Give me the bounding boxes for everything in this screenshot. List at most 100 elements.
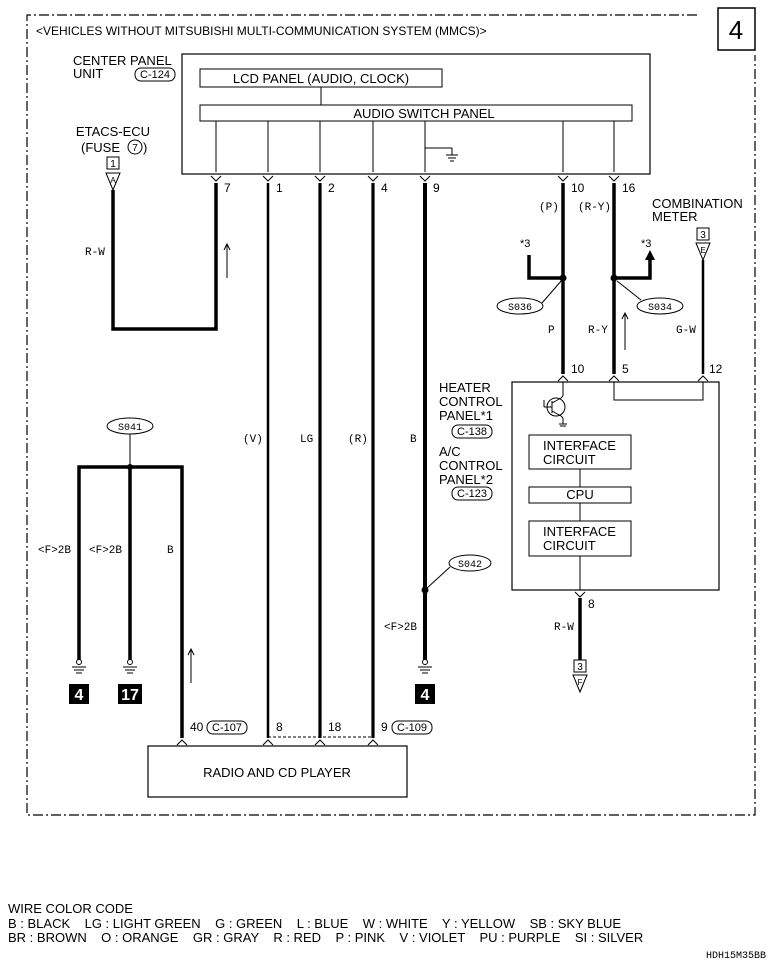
pin-1: 1 — [276, 181, 283, 195]
heater-label-3: PANEL*1 — [439, 408, 493, 423]
heater-pin-5: 5 — [622, 362, 629, 376]
flow-arrow-up-right — [621, 311, 629, 350]
wire-color-p: P — [548, 325, 555, 337]
flow-arrow-up — [223, 242, 231, 278]
internal-switch-lines — [215, 121, 615, 172]
connector-box-c109 — [391, 720, 433, 735]
heater-pin-10: 10 — [571, 362, 585, 376]
wire-color-p-paren: (P) — [539, 202, 559, 214]
heater-label-2: CONTROL — [439, 394, 503, 409]
legend-line-2: BR : BROWN O : ORANGE GR : GRAY R : RED … — [8, 930, 643, 945]
connector-c109: C-109 — [397, 722, 427, 734]
arrow-up-s034 — [645, 250, 655, 260]
combination-meter-label-2: METER — [652, 209, 698, 224]
wire-color-b-ground: B — [167, 545, 174, 557]
wire-color-rw-top: R-W — [85, 247, 105, 259]
ground-ref-4-box — [69, 684, 89, 704]
combination-meter-label: COMBINATION — [652, 196, 743, 211]
radio-pin-40: 40 — [190, 720, 204, 734]
interface-circuit-2-label-2: CIRCUIT — [543, 538, 596, 553]
ground-ref-17: 17 — [121, 687, 139, 704]
splice-s036-label: S036 — [508, 303, 532, 314]
diagram-frame — [26, 14, 756, 816]
pin-9: 9 — [433, 181, 440, 195]
radio-cd-player — [147, 745, 408, 798]
ground-ref-17-box — [118, 684, 142, 704]
ac-label-2: CONTROL — [439, 458, 503, 473]
connector-box-c107 — [206, 720, 248, 735]
splice-s041-label: S041 — [118, 423, 142, 434]
wire-color-f2b-1: <F>2B — [38, 545, 71, 557]
cpu-label: CPU — [566, 487, 593, 502]
splice-s042-label: S042 — [458, 560, 482, 571]
radio-pin-18: 18 — [328, 720, 342, 734]
splice-s034-leader — [616, 280, 642, 301]
star-ref-right: *3 — [641, 238, 651, 250]
etacs-fuse-label: (FUSE — [81, 140, 120, 155]
wire-color-f2b-2: <F>2B — [89, 545, 122, 557]
heater-pin8-mark — [574, 591, 586, 598]
wire-color-ry-paren: (R-Y) — [578, 202, 611, 214]
etacs-ref-box — [106, 156, 120, 170]
splice-s034-label: S034 — [648, 303, 672, 314]
pin-10: 10 — [571, 181, 585, 195]
star-ref-left: *3 — [520, 238, 530, 250]
legend-title: WIRE COLOR CODE — [8, 901, 133, 916]
heater-pin-12: 12 — [709, 362, 723, 376]
heater-connector-marks — [557, 375, 709, 382]
bottom-ref-box — [573, 659, 587, 673]
bottom-ref-number: 3 — [577, 662, 583, 673]
wire-etacs-pin7 — [111, 183, 218, 331]
meter-ref-triangle — [695, 242, 711, 262]
pin-4: 4 — [381, 181, 388, 195]
connector-c107: C-107 — [212, 722, 242, 734]
interface-circuit-2-label: INTERFACE — [543, 524, 616, 539]
page-number-box — [717, 7, 756, 51]
splice-s034 — [636, 297, 684, 315]
audio-switch-panel-label: AUDIO SWITCH PANEL — [353, 106, 494, 121]
audio-switch-panel — [199, 104, 633, 122]
diagram-title: <VEHICLES WITHOUT MITSUBISHI MULTI-COMMU… — [36, 24, 487, 38]
heater-control-panel — [511, 381, 720, 591]
page-number: 4 — [729, 15, 743, 45]
wire-s036-branch — [527, 255, 563, 280]
splice-s042-leader — [425, 566, 451, 590]
radio-connector-marks — [176, 739, 379, 746]
connector-box-c123 — [451, 486, 493, 501]
center-panel-connector-marks — [210, 175, 620, 182]
ac-label-3: PANEL*2 — [439, 472, 493, 487]
etacs-ref-triangle — [105, 172, 121, 192]
interface-circuit-1-label: INTERFACE — [543, 438, 616, 453]
center-panel-label-2: UNIT — [73, 66, 103, 81]
heater-internal-bus — [613, 382, 704, 401]
connector-box-c138 — [451, 424, 493, 439]
connector-c138: C-138 — [457, 426, 487, 438]
ground-ref-4: 4 — [75, 687, 84, 704]
wire-color-f2b-3: <F>2B — [384, 622, 417, 634]
wire-color-r: (R) — [348, 434, 368, 446]
meter-ref-number: 3 — [700, 230, 706, 241]
meter-ref-letter: E — [700, 246, 705, 255]
bottom-ref-triangle — [572, 674, 588, 694]
etacs-fuse-close: ) — [143, 140, 147, 155]
etacs-label: ETACS-ECU — [76, 124, 150, 139]
center-panel-unit — [181, 53, 651, 175]
ground-ref-4b-box — [415, 684, 435, 704]
connector-c124: C-124 — [140, 69, 170, 81]
interface-circuit-1-label-2: CIRCUIT — [543, 452, 596, 467]
fuse-number-circle — [127, 139, 143, 155]
splice-s036 — [496, 297, 544, 315]
pin-2: 2 — [328, 181, 335, 195]
fuse-number: 7 — [132, 143, 138, 154]
wire-color-v: (V) — [243, 434, 263, 446]
splice-s036-dot — [559, 274, 567, 282]
radio-cd-player-label: RADIO AND CD PLAYER — [203, 765, 351, 780]
splice-s036-leader — [541, 279, 563, 304]
legend-line-1: B : BLACK LG : LIGHT GREEN G : GREEN L :… — [8, 916, 621, 931]
center-panel-label: CENTER PANEL — [73, 53, 172, 68]
heater-label-1: HEATER — [439, 380, 491, 395]
splice-s034-dot — [610, 274, 618, 282]
wire-color-rw-bottom: R-W — [554, 622, 574, 634]
ac-label-1: A/C — [439, 444, 461, 459]
wire-color-gw: G-W — [676, 325, 696, 337]
